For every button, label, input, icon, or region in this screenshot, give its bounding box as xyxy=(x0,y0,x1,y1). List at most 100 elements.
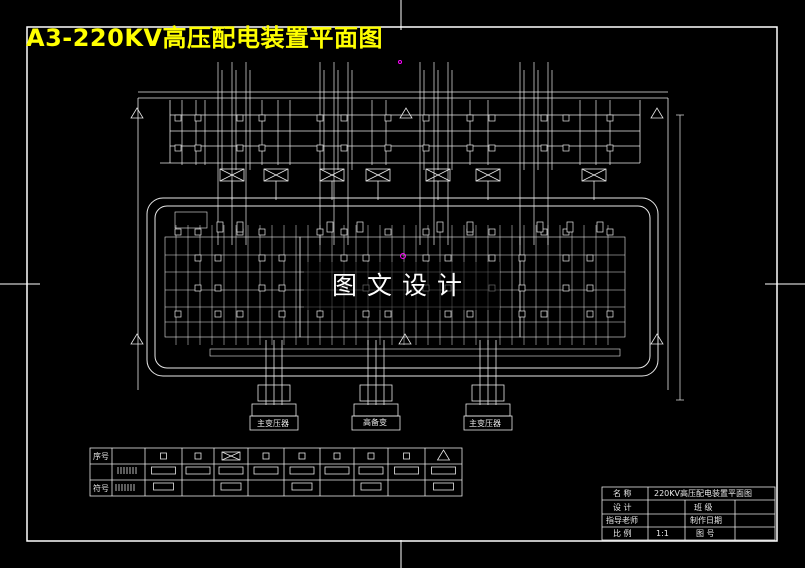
standby-transformer-base xyxy=(353,403,399,417)
dimension-line xyxy=(676,114,684,401)
equipment-node xyxy=(194,114,202,122)
equipment-node xyxy=(340,114,348,122)
insulator-node xyxy=(216,221,224,233)
equipment-node xyxy=(606,114,614,122)
grounding-icon xyxy=(218,451,244,491)
insulator-node xyxy=(466,221,474,233)
insulator-node xyxy=(356,221,364,233)
equipment-node xyxy=(518,254,526,262)
equipment-node xyxy=(540,114,548,122)
equipment-node xyxy=(422,114,430,122)
bay-block-cross xyxy=(581,168,607,182)
equipment-node xyxy=(444,310,452,318)
magenta-marker xyxy=(398,60,406,259)
title-block-scale-label: 比 例 xyxy=(613,529,632,538)
title-block-name-label: 名 称 xyxy=(613,489,632,498)
bay-block-cross xyxy=(425,168,451,182)
insulator-node xyxy=(436,221,444,233)
insulator-node xyxy=(596,221,604,233)
equipment-node xyxy=(540,144,548,152)
current-transformer-icon xyxy=(253,452,279,475)
switchyard-fence-inner xyxy=(154,205,651,369)
busbar-structure xyxy=(137,91,669,390)
equipment-node xyxy=(174,228,182,236)
equipment-node xyxy=(278,254,286,262)
bay-block-cross xyxy=(475,168,501,182)
equipment-node xyxy=(384,310,392,318)
equipment-node xyxy=(362,310,370,318)
equipment-node xyxy=(214,254,222,262)
equipment-node xyxy=(444,254,452,262)
transformer-2-label-box xyxy=(463,415,513,431)
equipment-node xyxy=(586,310,594,318)
surge-arrester-icon xyxy=(289,452,315,491)
standby-transformer-label-box xyxy=(351,415,401,431)
equipment-node xyxy=(606,310,614,318)
equipment-node xyxy=(316,144,324,152)
legend-row-label-symbol: 符号 xyxy=(93,484,109,493)
triangle-marker-icon xyxy=(431,449,456,491)
equipment-node xyxy=(384,144,392,152)
equipment-node xyxy=(258,254,266,262)
title-block-advisor-label: 指导老师 xyxy=(606,516,638,525)
bay-block-cross xyxy=(319,168,345,182)
feeder-lines xyxy=(181,62,611,245)
equipment-node xyxy=(316,228,324,236)
equipment-node xyxy=(214,284,222,292)
title-block-class-label: 班 级 xyxy=(694,503,713,512)
equipment-node xyxy=(236,144,244,152)
equipment-node xyxy=(278,310,286,318)
equipment-node xyxy=(194,228,202,236)
equipment-node xyxy=(236,114,244,122)
equipment-node xyxy=(340,254,348,262)
equipment-node xyxy=(258,228,266,236)
equipment-node xyxy=(384,114,392,122)
insulator-node xyxy=(236,221,244,233)
title-block-date-label: 制作日期 xyxy=(690,516,722,525)
equipment-nodes xyxy=(174,114,614,318)
equipment-node xyxy=(422,254,430,262)
insulator-icon xyxy=(358,452,384,491)
circuit-breaker-icon xyxy=(185,452,211,475)
equipment-node xyxy=(562,254,570,262)
title-block xyxy=(601,486,776,541)
bay-block-cross xyxy=(263,168,289,182)
transformers xyxy=(249,340,513,431)
equipment-node xyxy=(562,144,570,152)
insulator-node xyxy=(566,221,574,233)
standby-transformer-label: 高备变 xyxy=(363,418,387,427)
bay-block-cross xyxy=(219,168,245,182)
equipment-node xyxy=(236,310,244,318)
triangle-markers xyxy=(130,107,664,345)
equipment-node xyxy=(214,310,222,318)
equipment-node xyxy=(422,228,430,236)
equipment-node xyxy=(174,310,182,318)
equipment-node xyxy=(518,310,526,318)
equipment-node xyxy=(562,284,570,292)
equipment-node xyxy=(174,114,182,122)
equipment-node xyxy=(258,284,266,292)
equipment-node xyxy=(422,144,430,152)
equipment-node xyxy=(258,144,266,152)
equipment-node xyxy=(278,284,286,292)
equipment-node xyxy=(384,228,392,236)
equipment-node xyxy=(466,144,474,152)
switchyard-fence-outer xyxy=(146,197,659,377)
equipment-node xyxy=(466,114,474,122)
equipment-node xyxy=(606,144,614,152)
equipment-node xyxy=(586,254,594,262)
legend-row-label-index: 序号 xyxy=(93,452,109,461)
legend-table xyxy=(89,447,463,497)
equipment-node xyxy=(488,114,496,122)
equipment-node xyxy=(340,228,348,236)
equipment-node xyxy=(194,254,202,262)
equipment-node xyxy=(586,284,594,292)
equipment-node xyxy=(194,144,202,152)
insulator-node xyxy=(326,221,334,233)
watermark-text: 图文设计 xyxy=(304,262,500,310)
transformer-1-label-box xyxy=(249,415,299,431)
title-block-scale-value: 1:1 xyxy=(656,529,669,538)
drawing-border xyxy=(26,26,778,542)
voltage-transformer-icon xyxy=(324,452,350,475)
equipment-node xyxy=(316,114,324,122)
